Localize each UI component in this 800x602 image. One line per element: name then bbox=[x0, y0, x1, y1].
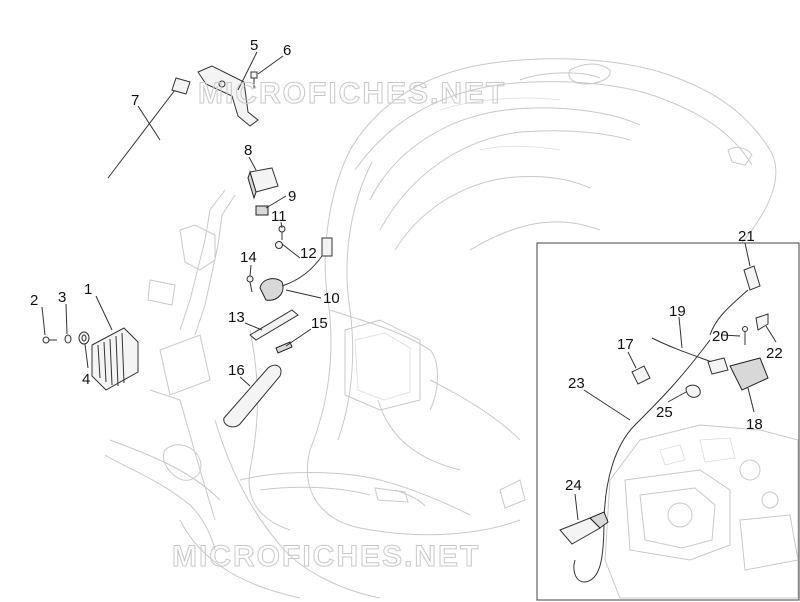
part-11-screw bbox=[278, 225, 286, 240]
inset-box bbox=[536, 242, 800, 601]
part-23-cable bbox=[573, 339, 711, 583]
callout-24: 24 bbox=[565, 477, 582, 494]
callout-16: 16 bbox=[228, 362, 245, 379]
callout-11: 11 bbox=[271, 208, 287, 225]
callout-14: 14 bbox=[240, 249, 257, 266]
callout-20: 20 bbox=[712, 328, 729, 345]
part-2-screw bbox=[42, 336, 57, 344]
part-9-clip bbox=[255, 205, 269, 216]
callout-numbers: 1 2 3 4 5 6 7 8 9 10 11 12 13 14 15 16 1… bbox=[30, 37, 783, 494]
watermark-bottom: MICROFICHES.NET bbox=[172, 540, 480, 573]
part-12-washer bbox=[275, 241, 283, 249]
part-3-washer bbox=[64, 334, 72, 344]
part-17-clip bbox=[631, 365, 651, 385]
callout-2: 2 bbox=[30, 292, 38, 309]
callout-4: 4 bbox=[82, 371, 90, 388]
part-5-bracket bbox=[197, 65, 259, 127]
callout-12: 12 bbox=[300, 245, 317, 262]
engine-outline bbox=[604, 424, 799, 599]
callout-18: 18 bbox=[746, 416, 763, 433]
callout-7: 7 bbox=[131, 92, 139, 109]
part-7-cable-tie bbox=[107, 77, 191, 179]
callout-5: 5 bbox=[250, 37, 258, 54]
callout-9: 9 bbox=[288, 188, 296, 205]
leader-lines bbox=[41, 51, 777, 521]
callout-22: 22 bbox=[766, 345, 783, 362]
part-13-bracket bbox=[249, 309, 299, 341]
part-22-fastener bbox=[755, 313, 769, 331]
part-8-relay bbox=[247, 167, 279, 200]
callout-1: 1 bbox=[84, 281, 92, 298]
part-16-cover bbox=[223, 364, 282, 428]
part-25-clamp bbox=[685, 384, 701, 398]
watermark-top: MICROFICHES.NET bbox=[198, 77, 506, 110]
callout-10: 10 bbox=[323, 290, 340, 307]
callout-19: 19 bbox=[669, 303, 686, 320]
callout-21: 21 bbox=[738, 228, 755, 245]
part-18-coil bbox=[707, 357, 769, 391]
callout-23: 23 bbox=[568, 375, 585, 392]
scooter-frame-outline bbox=[104, 58, 777, 599]
part-4-nut bbox=[78, 331, 90, 345]
callout-17: 17 bbox=[617, 336, 634, 353]
part-6-screw bbox=[250, 71, 258, 88]
part-24-plug-cap bbox=[559, 511, 609, 545]
part-10-sensor bbox=[259, 237, 333, 301]
part-20-screw bbox=[742, 326, 748, 345]
callout-15: 15 bbox=[311, 315, 328, 332]
callout-6: 6 bbox=[283, 42, 291, 59]
part-21-spark-cap bbox=[709, 265, 761, 336]
callout-25: 25 bbox=[656, 404, 673, 421]
callout-8: 8 bbox=[244, 142, 252, 159]
part-19-cable bbox=[651, 337, 713, 363]
part-1-regulator bbox=[91, 327, 139, 391]
callout-3: 3 bbox=[58, 289, 66, 306]
part-14-screw bbox=[246, 275, 254, 293]
callout-13: 13 bbox=[228, 309, 245, 326]
